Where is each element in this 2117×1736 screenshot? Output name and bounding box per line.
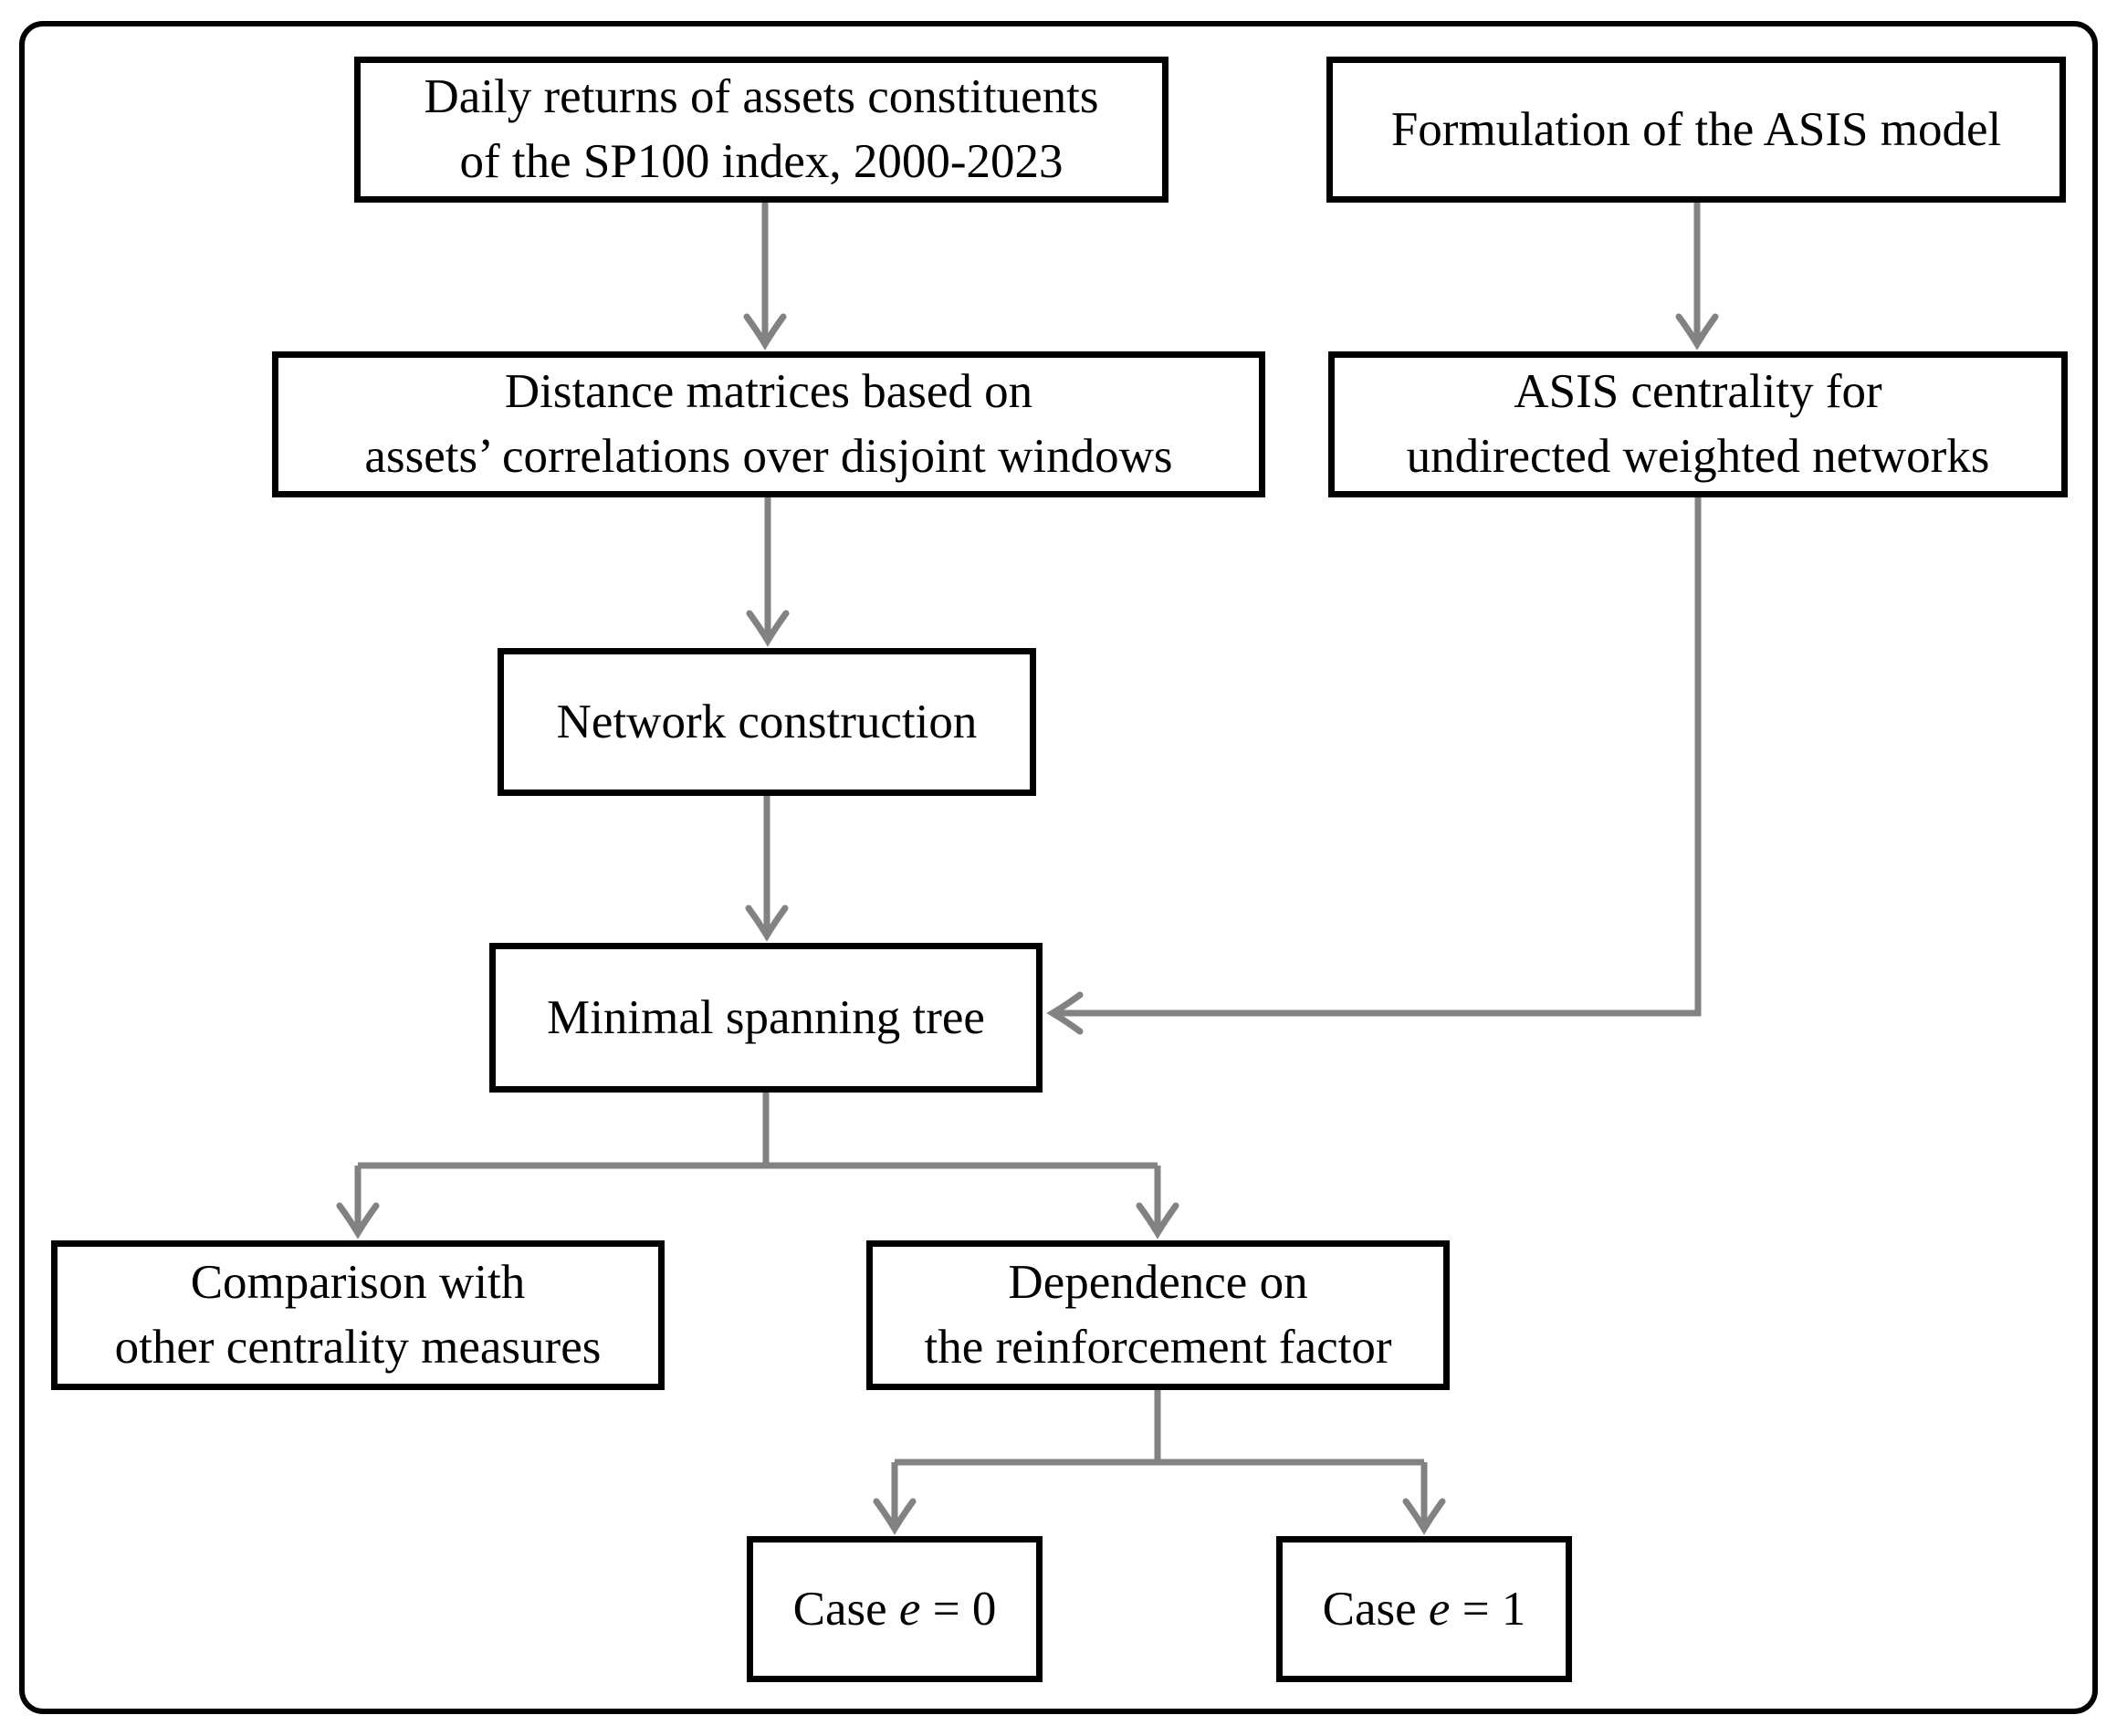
edge-asis-to-mst [1046, 497, 1702, 1035]
figure-border [19, 21, 2098, 1714]
case-variable: e [1428, 1582, 1451, 1636]
case-value: = 0 [920, 1582, 997, 1636]
node-text-line: Minimal spanning tree [547, 990, 985, 1044]
node-text-line: Daily returns of assets constituents [424, 70, 1099, 123]
case-value: = 1 [1450, 1582, 1526, 1636]
node-text-line: other centrality measures [114, 1321, 602, 1374]
node-text-line: Case e = 1 [1323, 1577, 1526, 1642]
node-daily-returns: Daily returns of assets constituents of … [354, 57, 1169, 203]
node-minimal-spanning-tree: Minimal spanning tree [489, 943, 1043, 1093]
node-text-line: Comparison with [190, 1256, 526, 1309]
node-asis-centrality: ASIS centrality for undirected weighted … [1328, 351, 2068, 497]
node-text-line: of the SP100 index, 2000-2023 [459, 135, 1064, 188]
node-dependence: Dependence on the reinforcement factor [866, 1240, 1450, 1390]
node-text-line: assets’ correlations over disjoint windo… [364, 430, 1173, 483]
case-variable: e [898, 1582, 921, 1636]
node-comparison: Comparison with other centrality measure… [51, 1240, 665, 1390]
case-prefix: Case [1322, 1582, 1429, 1636]
node-text-line: the reinforcement factor [924, 1321, 1392, 1374]
node-text-line: Dependence on [1008, 1256, 1308, 1309]
node-text-line: undirected weighted networks [1406, 430, 1990, 483]
node-text-line: Formulation of the ASIS model [1390, 102, 2002, 156]
node-text-line: Network construction [556, 695, 978, 748]
case-prefix: Case [792, 1582, 899, 1636]
node-text-line: Distance matrices based on [504, 365, 1033, 418]
node-case-e0: Case e = 0 [747, 1536, 1043, 1682]
node-text-line: Case e = 0 [793, 1577, 997, 1642]
node-network-construction: Network construction [498, 648, 1036, 796]
node-case-e1: Case e = 1 [1276, 1536, 1572, 1682]
node-distance-matrices: Distance matrices based on assets’ corre… [272, 351, 1265, 497]
node-asis-formulation: Formulation of the ASIS model [1326, 57, 2066, 203]
node-text-line: ASIS centrality for [1514, 365, 1882, 418]
